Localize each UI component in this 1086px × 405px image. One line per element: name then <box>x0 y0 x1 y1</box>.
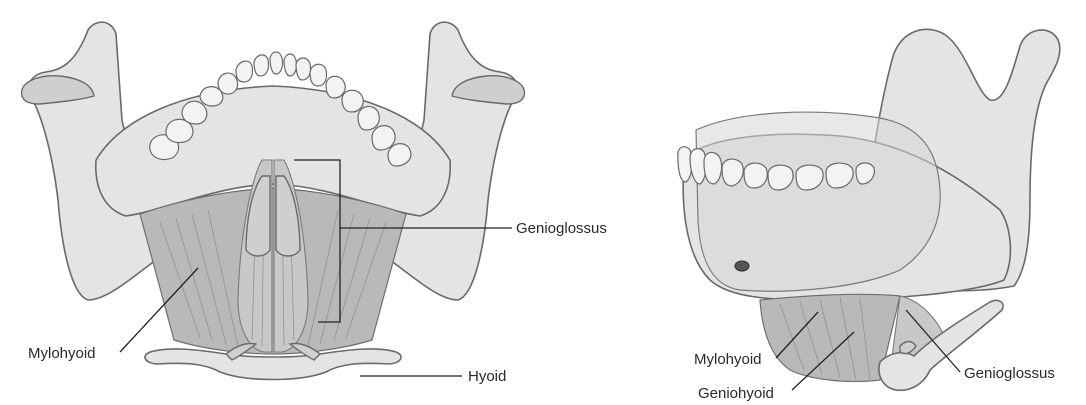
mental-foramen <box>735 261 749 271</box>
label-mylohyoid-left: Mylohyoid <box>28 345 96 362</box>
right-mandible-view: Mylohyoid Geniohyoid Genioglossus <box>678 29 1060 402</box>
label-genioglossus-left: Genioglossus <box>516 220 607 237</box>
right-view-translucent-overlay <box>696 112 940 291</box>
genioglossus-section-right <box>276 176 300 256</box>
label-hyoid: Hyoid <box>468 368 506 385</box>
label-genioglossus-right: Genioglossus <box>964 365 1055 382</box>
label-geniohyoid: Geniohyoid <box>698 385 774 402</box>
genioglossus-section-left <box>246 176 270 256</box>
label-mylohyoid-right: Mylohyoid <box>694 351 762 368</box>
left-mandible-view: Genioglossus Mylohyoid Hyoid <box>22 22 607 385</box>
left-mylohyoid-muscle <box>140 188 406 354</box>
